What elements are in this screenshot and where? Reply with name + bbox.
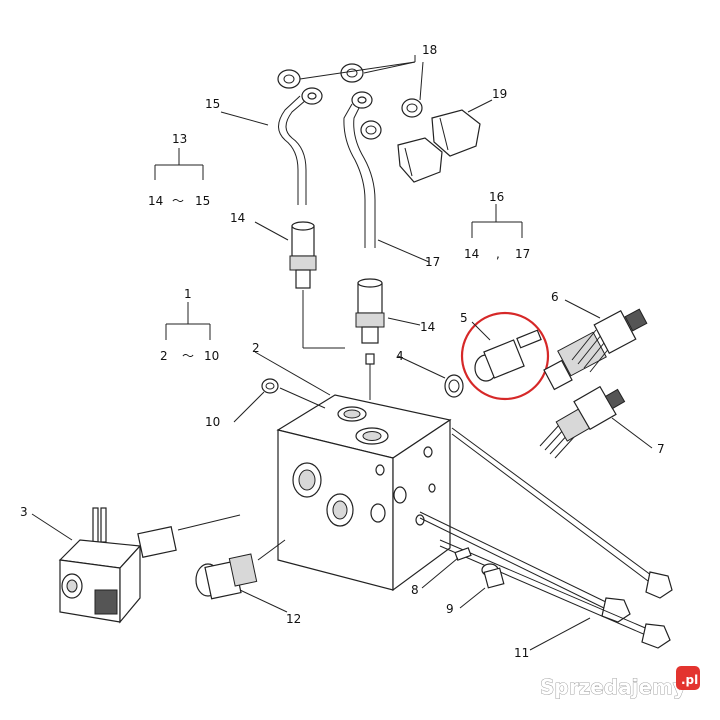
label-1-from: 2 (160, 349, 168, 363)
valve-7 (539, 385, 626, 459)
pipe-17 (343, 91, 376, 248)
fitting-12 (195, 539, 286, 600)
label-15: 15 (205, 97, 220, 111)
label-17: 17 (425, 255, 440, 269)
washer-10 (261, 378, 326, 409)
label-13-to: 15 (195, 194, 210, 208)
label-13-sep: ～ (172, 194, 184, 208)
label-4: 4 (396, 349, 404, 363)
label-18: 18 (422, 43, 437, 57)
label-11: 11 (514, 646, 529, 660)
label-16-from: 14 (464, 247, 479, 261)
plug-9 (481, 563, 505, 589)
label-19: 19 (492, 87, 507, 101)
washers-18 (277, 63, 423, 140)
bracket-13 (154, 148, 204, 180)
label-14-right: 14 (420, 320, 435, 334)
label-7: 7 (657, 442, 665, 456)
label-9: 9 (446, 602, 454, 616)
pipe-15 (278, 87, 323, 205)
label-1-to: 10 (204, 349, 219, 363)
seal-4 (444, 374, 464, 398)
label-3: 3 (20, 505, 28, 519)
fitting-14-right (355, 278, 385, 400)
label-16: 16 (489, 190, 504, 204)
highlight-circle-5 (460, 311, 550, 401)
valve-block (276, 394, 452, 592)
watermark-suffix: .pl (681, 673, 698, 687)
solenoid-3 (58, 507, 241, 624)
part-5-cartridge (474, 329, 542, 382)
watermark: Sprzedajemy .pl (540, 666, 700, 699)
bracket-1 (165, 302, 211, 340)
label-13: 13 (172, 132, 187, 146)
plug-8 (454, 547, 472, 561)
banjo-bolts-19 (397, 109, 481, 183)
long-bolts-11 (419, 427, 673, 649)
label-14-left: 14 (230, 211, 245, 225)
label-16-to: 17 (515, 247, 530, 261)
label-5: 5 (460, 311, 468, 325)
label-16-sep: , (496, 247, 500, 261)
label-13-from: 14 (148, 194, 163, 208)
label-12: 12 (286, 612, 301, 626)
bracket-16 (471, 204, 523, 238)
label-6: 6 (551, 290, 559, 304)
label-1: 1 (184, 287, 192, 301)
label-2: 2 (252, 341, 260, 355)
valve-6 (543, 308, 648, 391)
watermark-badge (676, 666, 700, 690)
leader-lines (31, 61, 653, 651)
label-8: 8 (411, 583, 419, 597)
label-1-sep: ～ (182, 349, 194, 363)
watermark-text: Sprzedajemy (540, 675, 686, 699)
label-10: 10 (205, 415, 220, 429)
fitting-14-left (289, 221, 345, 349)
